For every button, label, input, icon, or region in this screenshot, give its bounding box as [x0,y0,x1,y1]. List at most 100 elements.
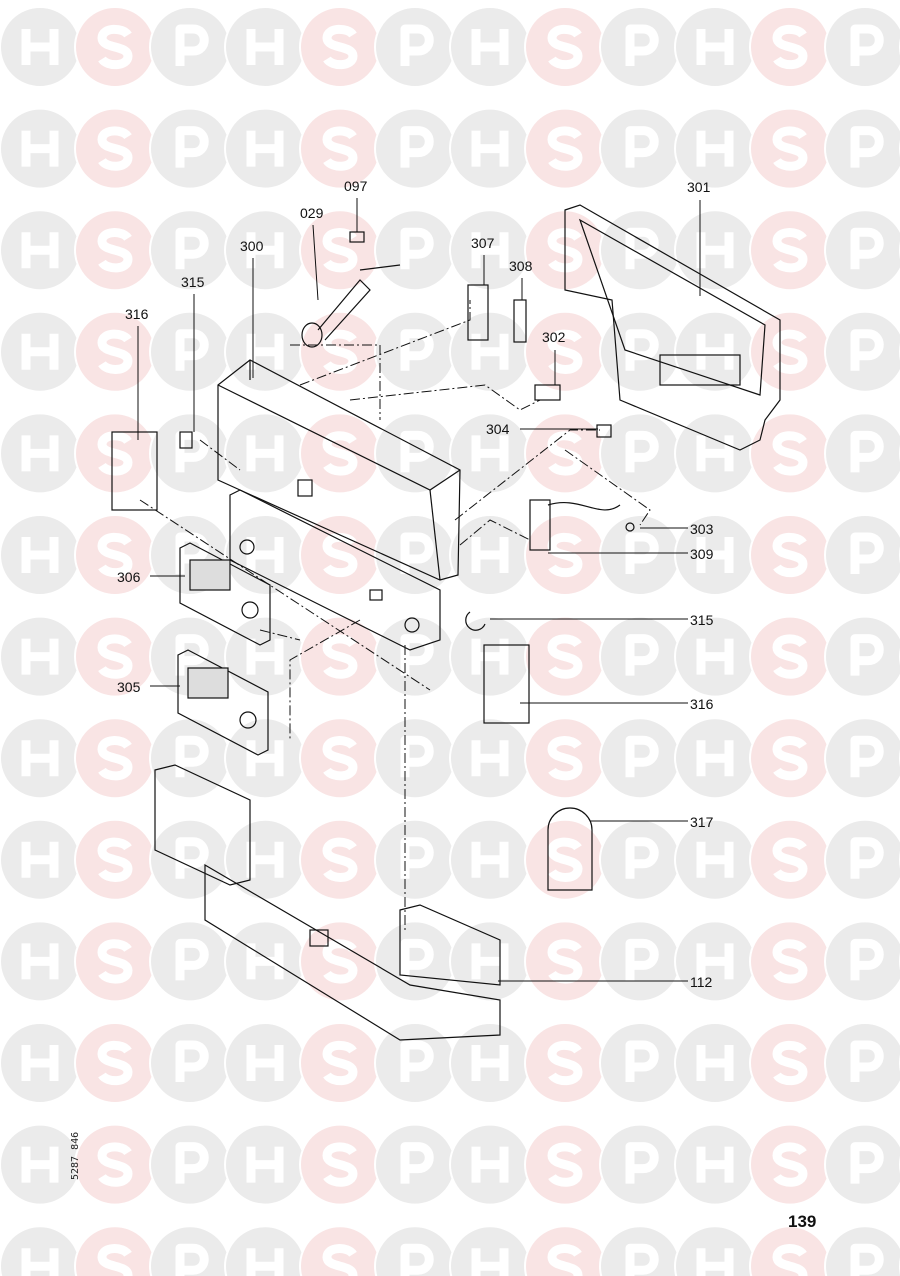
watermark-s-circle [74,6,156,88]
watermark-h-circle [449,514,531,596]
watermark-p-glyph [850,329,884,371]
watermark-p-glyph [850,532,884,574]
watermark-h-glyph [696,841,734,878]
watermark-h-glyph [696,943,734,980]
watermark-h-circle [449,818,531,901]
part-303-screw [625,522,635,532]
watermark-p-glyph [400,1243,434,1276]
watermark-p-circle [374,818,456,901]
watermark-s-glyph [97,1040,133,1086]
watermark-s-glyph [547,634,583,679]
watermark-s-glyph [97,1142,133,1187]
watermark-s-circle [74,615,156,698]
part-316-cover-right [483,644,530,724]
watermark-s-glyph [97,736,133,781]
label-097: 097 [344,178,368,194]
watermark-p-circle [374,107,456,190]
watermark-h-glyph [21,1146,59,1183]
watermark-p-glyph [625,24,659,66]
control-panel-frame [229,489,441,651]
watermark-s-circle [74,1123,156,1206]
watermark-p-glyph [175,938,209,981]
part-302-holder [534,384,561,401]
watermark-p-circle [374,209,456,292]
watermark-s-circle [749,107,831,190]
watermark-s-circle [524,107,606,190]
label-309: 309 [690,546,714,562]
watermark-p-circle [599,1225,681,1276]
watermark-h-glyph [246,435,284,472]
label-301: 301 [687,179,711,195]
watermark-s-glyph [322,837,358,882]
watermark-h-glyph [21,435,59,472]
watermark-s-glyph [322,126,358,171]
part-097-clip [349,231,365,243]
watermark-h-glyph [246,1045,284,1081]
watermark-p-circle [149,412,231,495]
watermark-s-circle [74,514,156,596]
watermark-h-circle [224,514,306,596]
watermark-h-glyph [21,943,59,980]
watermark-s-glyph [322,228,358,273]
watermark-p-glyph [850,837,884,879]
watermark-p-glyph [850,735,884,778]
watermark-p-circle [149,818,231,901]
watermark-p-glyph [175,532,209,574]
watermark-s-glyph [322,1142,358,1187]
watermark-s-circle [74,920,156,1003]
part-307-bracket [467,284,489,341]
watermark-h-glyph [21,29,59,65]
watermark-h-circle [449,107,531,190]
watermark-p-glyph [175,735,209,778]
watermark-h-circle [224,1022,306,1104]
watermark-p-circle [824,412,900,495]
watermark-h-glyph [696,29,734,65]
watermark-p-glyph [850,227,884,270]
watermark-h-glyph [21,841,59,878]
label-307: 307 [471,235,495,251]
page-number: 139 [788,1212,817,1231]
watermark-p-circle [149,107,231,190]
watermark-h-glyph [21,1248,59,1276]
document-number: 5287 846 [70,1131,81,1180]
watermark-s-circle [749,1022,831,1104]
watermark-s-circle [524,514,606,596]
watermark-h-glyph [696,1045,734,1081]
watermark-s-glyph [322,1040,358,1086]
watermark-h-glyph [246,943,284,980]
watermark-s-circle [299,412,381,495]
watermark-p-glyph [850,634,884,676]
label-304: 304 [486,421,510,437]
watermark-p-glyph [175,1243,209,1276]
watermark-p-glyph [625,1243,659,1276]
watermark-p-circle [374,1022,456,1104]
part-308-bracket [513,299,527,343]
watermark-h-glyph [471,537,509,573]
watermark-p-circle [374,1225,456,1276]
watermark-p-glyph [400,227,434,270]
watermark-s-circle [74,412,156,495]
watermark-h-circle [674,818,756,901]
watermark-h-glyph [246,333,284,370]
watermark-p-circle [824,514,900,596]
part-317-cap [547,807,593,891]
watermark-s-glyph [547,939,583,984]
watermark-s-circle [749,310,831,393]
watermark-h-glyph [696,435,734,472]
watermark-h-glyph [21,333,59,370]
watermark-p-circle [824,920,900,1003]
watermark-p-circle [599,6,681,88]
watermark-p-glyph [850,1243,884,1276]
watermark-h-glyph [696,740,734,777]
part-315-clip-left [179,431,193,449]
label-317: 317 [690,814,714,830]
watermark-h-glyph [246,29,284,65]
watermark-h-glyph [471,1045,509,1081]
watermark-p-circle [824,1225,900,1276]
label-315-left: 315 [181,274,205,290]
watermark-s-glyph [97,24,133,70]
watermark-s-circle [524,615,606,698]
watermark-h-glyph [246,740,284,777]
part-304-connector [596,424,612,438]
